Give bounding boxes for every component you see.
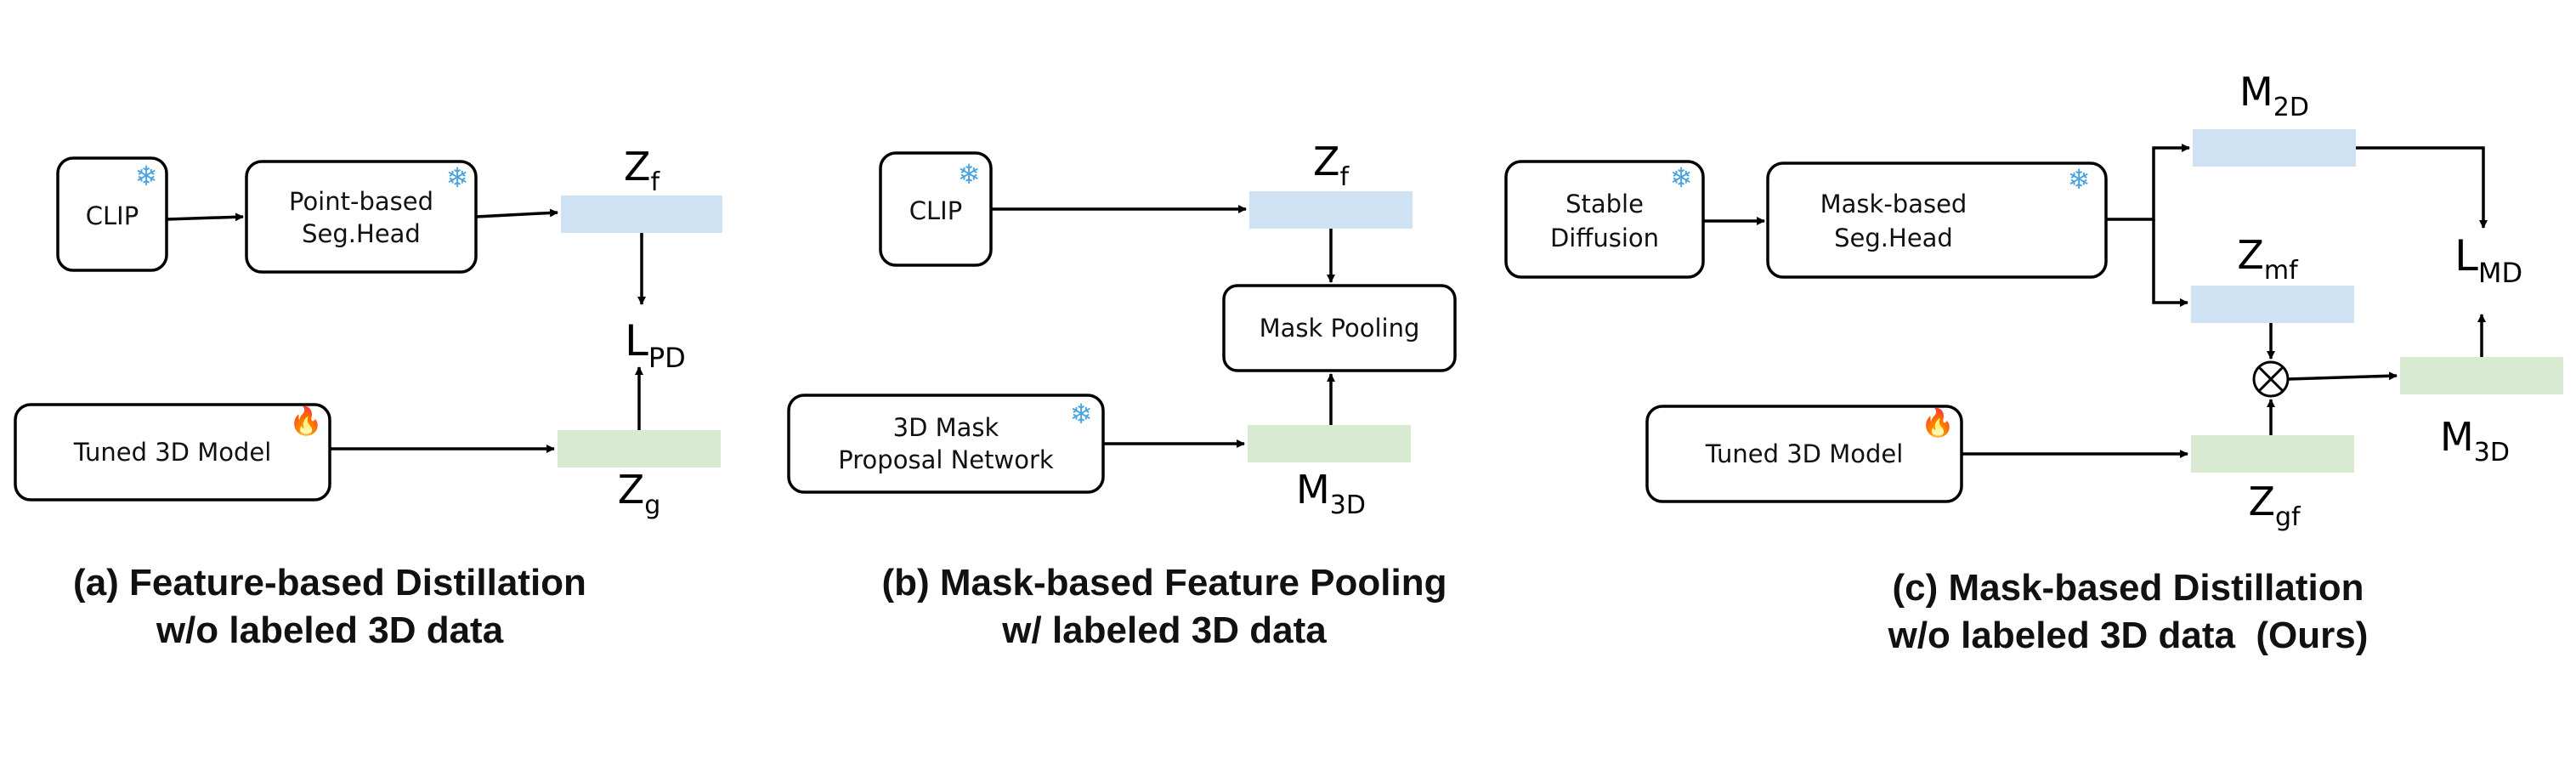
fire-icon: 🔥	[289, 405, 323, 437]
point-seg-head-line1: Point-based	[289, 187, 433, 216]
stable-diffusion-line2: Diffusion	[1550, 224, 1659, 252]
point-seg-head-line2: Seg.Head	[302, 219, 421, 248]
mask-seg-head-line2: Seg.Head	[1834, 224, 1953, 252]
arrow-clip-to-head-a	[166, 212, 244, 222]
arrow-multiply-to-m3d	[2287, 371, 2398, 381]
clip-box-a	[56, 156, 168, 272]
stable-diffusion-line1: Stable	[1565, 190, 1644, 218]
mask-seg-head-box	[1766, 162, 2108, 279]
caption-b-line2: w/ labeled 3D data	[1001, 609, 1327, 651]
snowflake-icon: ❄	[135, 160, 158, 192]
panel-a: CLIP ❄ Point-based Seg.Head ❄ Tuned 3D M…	[14, 144, 722, 651]
mask-proposal-line2: Proposal Network	[838, 445, 1054, 474]
caption-a-line1: (a) Feature-based Distillation	[73, 562, 586, 604]
snowflake-icon: ❄	[958, 158, 981, 190]
zgf-label: Zgf	[2248, 479, 2301, 532]
mask-pooling-label: Mask Pooling	[1260, 314, 1420, 343]
caption-c-line1: (c) Mask-based Distillation	[1892, 567, 2364, 609]
caption-a-line2: w/o labeled 3D data	[156, 609, 504, 651]
zf-label-a: Zf	[624, 144, 661, 197]
point-seg-head-box	[245, 160, 478, 274]
mask-pooling-box	[1222, 284, 1457, 372]
tuned-3d-model-label-a: Tuned 3D Model	[73, 438, 272, 467]
caption-b-line1: (b) Mask-based Feature Pooling	[882, 562, 1447, 604]
loss-pd-label: LPD	[625, 316, 686, 374]
clip-label-b: CLIP	[909, 196, 962, 225]
m3d-label-b: M3D	[1296, 467, 1366, 520]
panel-b: CLIP ❄ Zf Mask Pooling 3D Mask Proposal …	[787, 139, 1457, 651]
mask-proposal-box	[787, 394, 1105, 494]
clip-label-a: CLIP	[86, 201, 139, 230]
arrow-m2d-to-loss	[2356, 146, 2488, 229]
snowflake-icon: ❄	[2068, 163, 2091, 196]
tuned-3d-model-label-c: Tuned 3D Model	[1705, 439, 1904, 468]
panel-c: Stable Diffusion ❄ Mask-based Seg.Head ❄…	[1504, 69, 2563, 656]
zgf-feature-bar	[2191, 435, 2354, 473]
fire-icon: 🔥	[1921, 406, 1955, 439]
zf-feature-bar-b	[1249, 191, 1413, 229]
zf-feature-bar-a	[561, 196, 722, 233]
multiply-cross-stroke-2	[2257, 366, 2284, 393]
mask-proposal-line1: 3D Mask	[893, 413, 999, 442]
caption-c-line2: w/o labeled 3D data (Ours)	[1888, 615, 2369, 656]
zf-label-b: Zf	[1313, 139, 1350, 192]
snowflake-icon: ❄	[446, 162, 469, 194]
m3d-feature-bar-c	[2400, 357, 2563, 394]
mask-seg-head-line1: Mask-based	[1820, 190, 1967, 218]
tuned-3d-model-box-a	[14, 403, 331, 502]
zg-feature-bar-a	[558, 430, 721, 468]
zmf-label: Zmf	[2237, 232, 2299, 286]
m3d-label-c: M3D	[2440, 414, 2510, 468]
arrow-head-to-zmf	[2152, 219, 2188, 307]
m2d-label: M2D	[2239, 69, 2309, 122]
snowflake-icon: ❄	[1670, 162, 1693, 194]
snowflake-icon: ❄	[1070, 398, 1093, 430]
loss-md-label: LMD	[2454, 231, 2522, 289]
m3d-feature-bar-b	[1248, 425, 1411, 462]
arrow-head-to-m2d	[2106, 144, 2190, 221]
m2d-feature-bar	[2193, 129, 2356, 167]
zg-label-a: Zg	[618, 467, 661, 520]
arrow-head-to-zf-a	[475, 208, 558, 218]
zmf-feature-bar	[2191, 286, 2354, 323]
stable-diffusion-box	[1504, 160, 1705, 279]
